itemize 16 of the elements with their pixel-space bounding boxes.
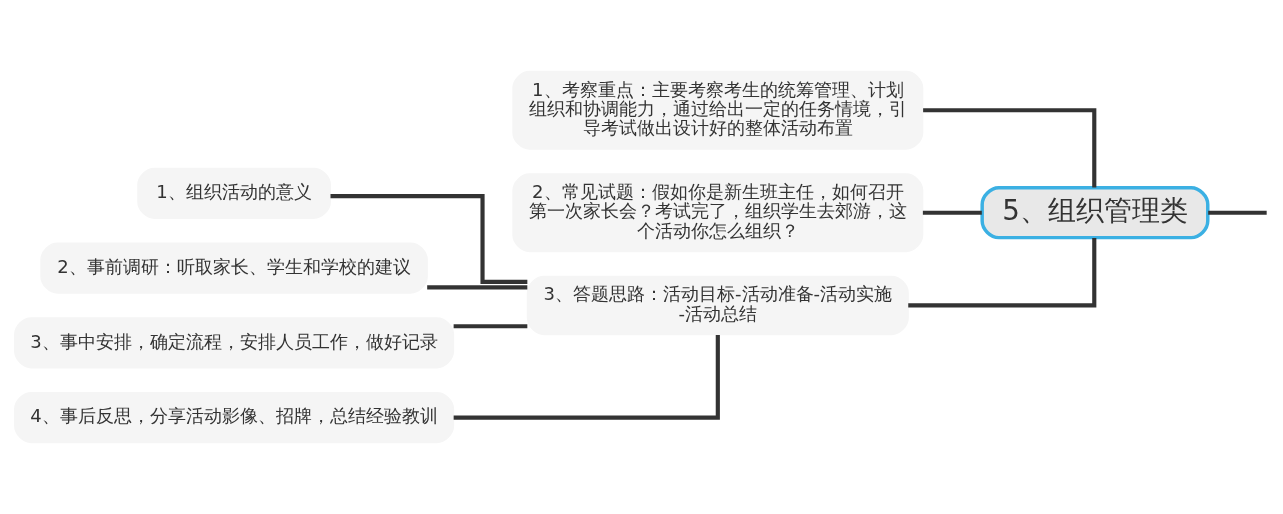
node-box: 5、组织管理类 bbox=[980, 186, 1210, 240]
connector bbox=[908, 238, 1097, 308]
connector bbox=[453, 324, 528, 329]
node-box: 2、事前调研：听取家长、学生和学校的建议 bbox=[40, 242, 428, 294]
node-box: 4、事后反思，分享活动影像、招牌，总结经验教训 bbox=[14, 391, 455, 444]
connector bbox=[922, 210, 982, 215]
connector bbox=[453, 334, 720, 420]
node-box: 1、考察重点：主要考察考生的统筹管理、计划组织和协调能力，通过给出一定的任务情境，引导考试做出设计好的整体活动布置 bbox=[512, 70, 924, 150]
node-box: 2、常见试题：假如你是新生班主任，如何召开第一次家长会？考试完了，组织学生去郊游，这个活动你怎么组织？ bbox=[512, 173, 924, 253]
node-box: 1、组织活动的意义 bbox=[137, 167, 331, 219]
connector bbox=[330, 194, 528, 284]
node-box: 3、答题思路：活动目标-活动准备-活动实施-活动总结 bbox=[526, 275, 909, 336]
node-box: 3、事中安排，确定流程，安排人员工作，做好记录 bbox=[14, 317, 455, 369]
connector bbox=[1208, 210, 1267, 215]
connector bbox=[427, 285, 528, 290]
connector bbox=[923, 108, 1097, 188]
